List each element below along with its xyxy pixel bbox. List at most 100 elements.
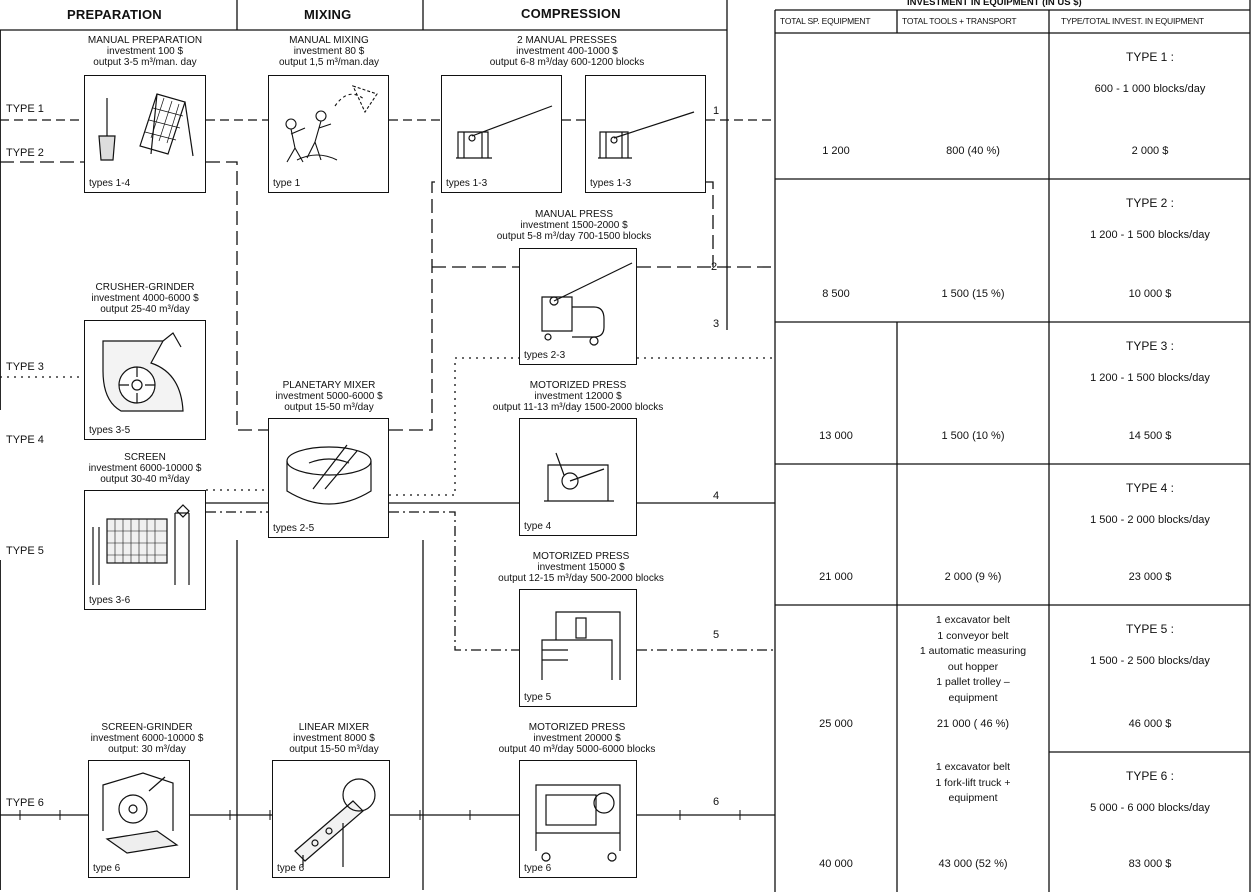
manual-press-box: types 2-3 xyxy=(519,248,637,365)
screen-box: types 3-6 xyxy=(84,490,206,610)
machine-title: PLANETARY MIXER xyxy=(282,380,376,391)
row-blocks-per-day: 1 200 - 1 500 blocks/day xyxy=(1090,372,1210,384)
crusher-grinder-box: types 3-5 xyxy=(84,320,206,440)
screen-caption: SCREEN investment 6000-10000 $ output 30… xyxy=(89,452,202,485)
machine-types: type 4 xyxy=(524,521,552,532)
row-tools-description: out hopper xyxy=(947,660,999,673)
row-tools-description: 1 excavator belt xyxy=(935,614,1011,626)
machine-output: output 30-40 m³/day xyxy=(100,474,190,485)
type-label-2: TYPE 2 xyxy=(6,147,44,159)
row-type-label: TYPE 3 : xyxy=(1125,339,1175,353)
row-tools-description: 1 fork-lift truck + xyxy=(935,776,1011,789)
row-tools-description: equipment xyxy=(948,792,998,804)
manual-press-caption: MANUAL PRESS investment 1500-2000 $ outp… xyxy=(497,209,652,242)
machine-output: output 15-50 m³/day xyxy=(289,744,379,755)
row-sp-equipment: 8 500 xyxy=(822,288,850,300)
manual-preparation-box: types 1-4 xyxy=(84,75,206,193)
screen-grinder-caption: SCREEN-GRINDER investment 6000-10000 $ o… xyxy=(91,722,204,755)
linear-mixer-caption: LINEAR MIXER investment 8000 $ output 15… xyxy=(289,722,379,755)
motorized-press-6-caption: MOTORIZED PRESS investment 20000 $ outpu… xyxy=(499,722,656,755)
row-tools-transport: 43 000 (52 %) xyxy=(938,858,1008,870)
line-number-6: 6 xyxy=(713,796,720,808)
machine-output: output 6-8 m³/day 600-1200 blocks xyxy=(489,57,645,68)
manual-press-box-a: types 1-3 xyxy=(441,75,562,193)
row-type-label: TYPE 2 : xyxy=(1125,196,1175,210)
row-total-investment: 2 000 $ xyxy=(1131,145,1169,157)
manual-press-box-b: types 1-3 xyxy=(585,75,706,193)
machine-types: type 5 xyxy=(524,692,552,703)
machine-title: MANUAL PREPARATION xyxy=(87,35,203,46)
machine-investment: investment 80 $ xyxy=(293,46,365,57)
manual-mixing-caption: MANUAL MIXING investment 80 $ output 1,5… xyxy=(279,35,379,68)
automatic-press-icon xyxy=(535,784,621,862)
row-sp-equipment: 13 000 xyxy=(819,430,853,442)
type-label-1: TYPE 1 xyxy=(6,103,44,115)
motorized-press-4-caption: MOTORIZED PRESS investment 12000 $ outpu… xyxy=(493,380,663,413)
line-number-4: 4 xyxy=(713,490,720,502)
line-number-2: 2 xyxy=(711,261,718,273)
row-tools-transport: 2 000 (9 %) xyxy=(944,571,1002,583)
type-label-3: TYPE 3 xyxy=(6,361,44,373)
planetary-mixer-caption: PLANETARY MIXER investment 5000-6000 $ o… xyxy=(275,380,382,413)
machine-types: types 3-5 xyxy=(89,425,131,436)
machine-investment: investment 20000 $ xyxy=(533,733,621,744)
machine-title: MANUAL MIXING xyxy=(289,35,369,46)
type-label-6: TYPE 6 xyxy=(6,797,44,809)
column-header-tools-transport: TOTAL TOOLS + TRANSPORT xyxy=(902,16,1017,26)
machine-title: 2 MANUAL PRESSES xyxy=(517,35,617,46)
row-type-label: TYPE 6 : xyxy=(1125,769,1175,783)
machine-title: SCREEN-GRINDER xyxy=(101,722,193,733)
machine-investment: investment 12000 $ xyxy=(534,391,622,402)
machine-title: SCREEN xyxy=(124,452,166,463)
machine-types: type 6 xyxy=(277,863,305,874)
row-tools-description: 1 automatic measuring xyxy=(919,645,1027,657)
row-sp-equipment: 21 000 xyxy=(819,571,853,583)
row-tools-description: 1 excavator belt xyxy=(935,761,1011,773)
machine-investment: investment 100 $ xyxy=(106,46,184,57)
row-type-label: TYPE 5 : xyxy=(1125,622,1175,636)
lever-press-icon xyxy=(598,111,695,159)
machine-output: output: 30 m³/day xyxy=(108,744,186,755)
workers-mixing-icon xyxy=(285,85,378,163)
row-total-investment: 14 500 $ xyxy=(1128,430,1172,442)
machine-output: output 15-50 m³/day xyxy=(284,402,374,413)
wheeled-press-icon xyxy=(541,262,633,346)
motorized-press-6-box: type 6 xyxy=(519,760,637,878)
machine-output: output 25-40 m³/day xyxy=(100,304,190,315)
crusher-grinder-caption: CRUSHER-GRINDER investment 4000-6000 $ o… xyxy=(91,282,198,315)
machine-title: MOTORIZED PRESS xyxy=(529,380,627,391)
linear-mixer-box: type 6 xyxy=(272,760,390,878)
machine-title: MOTORIZED PRESS xyxy=(528,722,626,733)
row-type-label: TYPE 1 : xyxy=(1125,50,1175,64)
row-blocks-per-day: 1 200 - 1 500 blocks/day xyxy=(1090,229,1210,241)
machine-investment: investment 6000-10000 $ xyxy=(90,733,204,744)
machine-types: type 6 xyxy=(93,863,121,874)
machine-types: type 6 xyxy=(524,863,552,874)
machine-output: output 1,5 m³/man.day xyxy=(278,57,380,68)
motorized-press-5-box: type 5 xyxy=(519,589,637,707)
row-total-investment: 10 000 $ xyxy=(1128,288,1172,300)
machine-types: types 1-3 xyxy=(446,178,488,189)
row-tools-description: 1 conveyor belt xyxy=(937,629,1009,642)
machine-types: types 2-3 xyxy=(524,350,566,361)
manual-preparation-caption: MANUAL PREPARATION investment 100 $ outp… xyxy=(88,35,202,68)
screen-grinder-icon xyxy=(102,772,179,854)
machine-title: CRUSHER-GRINDER xyxy=(95,282,195,293)
row-total-investment: 23 000 $ xyxy=(1128,571,1172,583)
machine-types: type 1 xyxy=(273,178,301,189)
row-tools-transport: 21 000 ( 46 %) xyxy=(936,718,1010,730)
conveyor-mixer-icon xyxy=(294,778,376,867)
column-header-mixing: MIXING xyxy=(304,7,352,22)
machine-title: MANUAL PRESS xyxy=(535,209,613,220)
machine-output: output 40 m³/day 5000-6000 blocks xyxy=(498,744,656,755)
machine-investment: investment 8000 $ xyxy=(293,733,375,744)
row-blocks-per-day: 1 500 - 2 500 blocks/day xyxy=(1090,655,1210,667)
column-header-sp-equipment: TOTAL SP. EQUIPMENT xyxy=(780,16,871,26)
type-label-5: TYPE 5 xyxy=(6,545,44,557)
row-blocks-per-day: 1 500 - 2 000 blocks/day xyxy=(1090,514,1210,526)
motorized-press-4-box: type 4 xyxy=(519,418,637,536)
rotary-screen-icon xyxy=(92,504,190,585)
hydraulic-press-icon xyxy=(541,611,621,680)
